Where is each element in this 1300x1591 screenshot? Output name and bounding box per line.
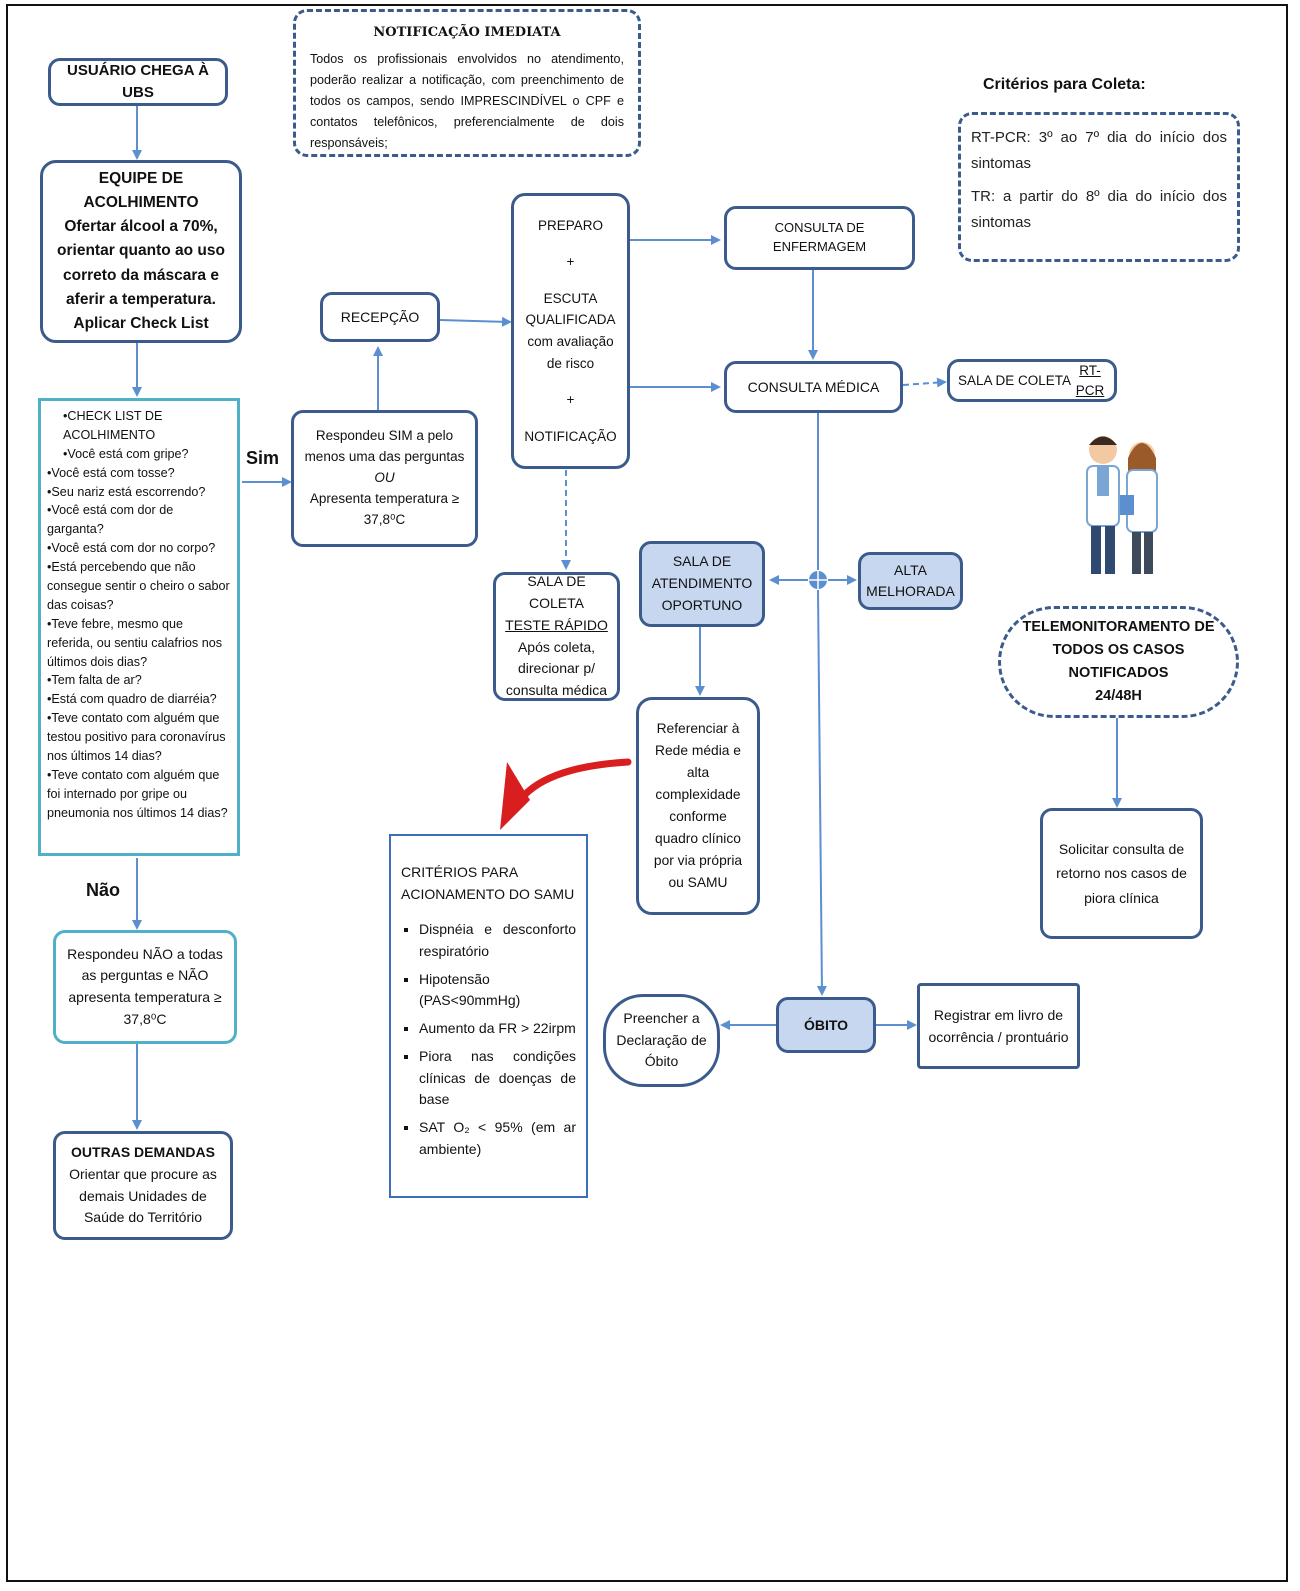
label-sim: Sim [246,448,280,468]
checklist-item: •Está percebendo que não consegue sentir… [47,560,230,612]
samu-item: SAT O₂ < 95% (em ar ambiente) [419,1117,576,1160]
alta-label: ALTA MELHORADA [866,562,955,599]
node-registrar-livro: Registrar em livro de ocorrência / pront… [917,983,1080,1069]
node-usuario-label: USUÁRIO CHEGA À UBS [67,62,209,101]
notificacao-imediata-box: NOTIFICAÇÃO IMEDIATA Todos os profission… [293,9,641,157]
label-nao: Não [86,880,121,900]
respondeu-sim-temp: Apresenta temperatura ≥ 37,8⁰C [309,490,460,527]
samu-item: Aumento da FR > 22irpm [419,1018,576,1040]
sala-atendimento-label: SALA DE ATENDIMENTO OPORTUNO [651,553,753,613]
checklist-item: •Você está com tosse? [47,465,175,480]
respondeu-sim-ou: OU [374,470,395,486]
teste-rapido-sub: TESTE RÁPIDO [505,616,608,633]
checklist-item: •Tem falta de ar? [47,673,142,688]
node-equipe-text: Ofertar álcool a 70%, orientar quanto ao… [57,218,225,332]
notificacao-title: NOTIFICAÇÃO IMEDIATA [373,25,561,40]
samu-item: Hipotensão (PAS<90mmHg) [419,969,576,1012]
sala-coleta-prefix: SALA DE COLETA [958,372,1075,388]
plus-sign: + [566,392,575,408]
preparo-label: PREPARO [537,217,603,233]
respondeu-sim-text: Respondeu SIM a pelo menos uma das pergu… [304,428,465,465]
node-respondeu-sim: Respondeu SIM a pelo menos uma das pergu… [291,410,478,547]
notificacao-label: NOTIFICAÇÃO [524,428,617,444]
node-equipe-acolhimento: EQUIPE DE ACOLHIMENTO Ofertar álcool a 7… [40,160,242,343]
node-referenciar: Referenciar à Rede média e alta complexi… [636,697,760,915]
node-obito: ÓBITO [776,997,876,1053]
criterios-coleta-box: RT-PCR: 3º ao 7º dia do início dos sinto… [958,112,1240,262]
obito-label: ÓBITO [803,1016,849,1033]
node-outras-demandas: OUTRAS DEMANDAS Orientar que procure as … [53,1131,233,1240]
node-consulta-enfermagem: CONSULTA DE ENFERMAGEM [724,206,915,270]
page-frame [6,4,1288,1582]
checklist-acolhimento: •CHECK LIST DE ACOLHIMENTO •Você está co… [38,398,240,856]
consulta-medica-label: CONSULTA MÉDICA [747,378,880,395]
criterio-tr: TR: a partir do 8º dia do início dos sin… [971,188,1227,231]
checklist-item: •Seu nariz está escorrendo? [47,484,206,499]
checklist-item: •Você está com dor de garganta? [47,503,174,537]
checklist-item: •Você está com gripe? [63,446,189,461]
checklist-item: •Teve febre, mesmo que referida, ou sent… [47,616,223,669]
notificacao-text: Todos os profissionais envolvidos no ate… [310,52,624,150]
teste-rapido-text: Após coleta, direcionar p/ consulta médi… [505,638,608,698]
node-alta-melhorada: ALTA MELHORADA [858,552,963,610]
node-preparo: PREPARO + ESCUTA QUALIFICADA com avaliaç… [511,193,630,469]
samu-item: Piora nas condições clínicas de doenças … [419,1046,576,1111]
checklist-item: •Está com quadro de diarréia? [47,692,217,707]
checklist-item: •Teve contato com alguém que foi interna… [47,767,228,820]
respondeu-nao-label: Respondeu NÃO a todas as perguntas e NÃO… [67,945,223,1027]
consulta-enfermagem-label: CONSULTA DE ENFERMAGEM [772,220,867,254]
registrar-label: Registrar em livro de ocorrência / pront… [928,1006,1069,1045]
outras-text: Orientar que procure as demais Unidades … [69,1165,217,1226]
node-sala-coleta-rtpcr: SALA DE COLETA RT-PCR [947,359,1117,402]
criterios-coleta-title: Critérios para Coleta: [983,76,1146,93]
criterios-samu-box: CRITÉRIOS PARA ACIONAMENTO DO SAMU Dispn… [389,834,588,1198]
node-usuario-chega: USUÁRIO CHEGA À UBS [48,58,228,106]
checklist-item: •Teve contato com alguém que testou posi… [47,711,226,764]
referenciar-label: Referenciar à Rede média e alta complexi… [653,720,743,891]
samu-list: Dispnéia e desconforto respiratório Hipo… [401,919,576,1160]
samu-item: Dispnéia e desconforto respiratório [419,919,576,962]
checklist-item: •CHECK LIST DE ACOLHIMENTO [63,409,163,442]
teste-rapido-title: SALA DE COLETA [527,573,586,612]
node-recepcao-label: RECEPÇÃO [340,308,420,325]
node-equipe-title: EQUIPE DE ACOLHIMENTO [83,170,199,212]
telemonitoramento-label: TELEMONITORAMENTO DE TODOS OS CASOS NOTI… [1022,618,1215,681]
preencher-label: Preencher a Declaração de Óbito [616,1009,707,1070]
solicitar-label: Solicitar consulta de retorno nos casos … [1056,840,1187,906]
node-telemonitoramento: TELEMONITORAMENTO DE TODOS OS CASOS NOTI… [998,606,1239,718]
node-solicitar-consulta: Solicitar consulta de retorno nos casos … [1040,808,1203,939]
plus-sign: + [566,254,575,270]
telemonitoramento-sub: 24/48H [1095,688,1142,705]
sala-coleta-rtpcr: RT-PCR [1075,362,1105,398]
node-sala-atendimento-oportuno: SALA DE ATENDIMENTO OPORTUNO [639,541,765,627]
node-recepcao: RECEPÇÃO [320,292,440,342]
escuta-label: ESCUTA QUALIFICADA com avaliação de risc… [525,290,616,371]
node-respondeu-nao: Respondeu NÃO a todas as perguntas e NÃO… [53,930,237,1044]
outras-title: OUTRAS DEMANDAS [71,1144,215,1161]
samu-title: CRITÉRIOS PARA ACIONAMENTO DO SAMU [401,864,575,902]
criterio-rtpcr: RT-PCR: 3º ao 7º dia do início dos sinto… [971,129,1227,172]
checklist-item: •Você está com dor no corpo? [47,541,216,556]
node-preencher-declaracao: Preencher a Declaração de Óbito [603,994,720,1087]
node-consulta-medica: CONSULTA MÉDICA [724,361,903,413]
node-sala-coleta-teste-rapido: SALA DE COLETA TESTE RÁPIDO Após coleta,… [493,572,620,701]
